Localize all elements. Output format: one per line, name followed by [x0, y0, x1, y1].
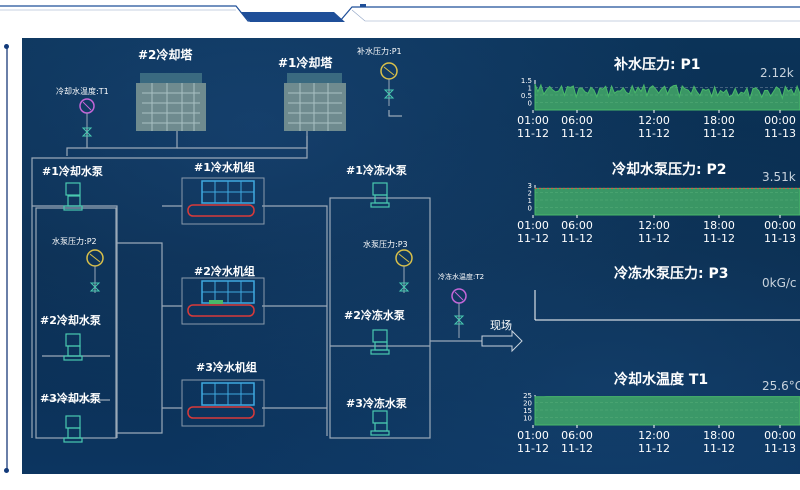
chart-3-x-tick-date: 11-12: [703, 442, 735, 455]
chart-1-series-area: [534, 187, 800, 216]
chart-p2-title: 冷却水泵压力: P2: [612, 162, 727, 178]
header-decoration: [0, 4, 800, 22]
chiller-1-label: #1冷水机组: [194, 161, 255, 174]
cooling-pump-2-label: #2冷却水泵: [40, 314, 101, 327]
tower-1-label: #1冷却塔: [278, 56, 333, 70]
chart-0-series-area: [534, 83, 800, 111]
chart-1-x-tick-date: 11-13: [764, 232, 796, 245]
chart-3-x-tick-date: 11-12: [561, 442, 593, 455]
chart-0-x-tick-date: 11-13: [764, 127, 796, 140]
chart-0-x-tick-date: 11-12: [517, 127, 549, 140]
cooling-pump-1-label: #1冷却水泵: [42, 165, 103, 178]
chart-1-x-tick-time: 12:00: [638, 219, 670, 232]
chart-p2-current: 3.51k: [762, 170, 796, 184]
frame-dot-top: [4, 44, 9, 49]
gauge-t2-label: 冷冻水温度:T2: [438, 273, 485, 281]
trend-charts: 1.510.5001:0011-1206:0011-1212:0011-1218…: [517, 77, 800, 455]
left-frame-line: [6, 46, 8, 470]
piping-diagram: [31, 62, 523, 443]
chart-t1-title: 冷却水温度 T1: [614, 372, 709, 388]
chart-p3-current: 0kG/c: [762, 276, 797, 290]
chart-t1-current: 25.6°C: [762, 379, 800, 393]
gauge-p3-label: 水泵压力:P3: [363, 240, 408, 249]
chart-0-y-tick-label: 0: [528, 100, 532, 108]
chart-p3-title: 冷冻水泵压力: P3: [614, 266, 729, 282]
gauge-t2-graphic: [451, 288, 467, 338]
chart-0-y-tick-label: 1: [528, 85, 532, 93]
chart-3-x-tick-time: 00:00: [764, 429, 796, 442]
chilled-pump-1-graphic: [370, 182, 390, 208]
chart-1-x-tick-time: 18:00: [703, 219, 735, 232]
chilled-pump-2-label: #2冷冻水泵: [344, 309, 405, 322]
tower-2-label: #2冷却塔: [138, 48, 193, 62]
chilled-pump-1-label: #1冷冻水泵: [346, 164, 407, 177]
chart-1-x-tick-date: 11-12: [638, 232, 670, 245]
cooling-pump-1-graphic: [63, 182, 83, 211]
chiller-3-label: #3冷水机组: [196, 361, 257, 374]
gauge-p1-label: 补水压力:P1: [357, 47, 402, 56]
chilled-pump-3-label: #3冷冻水泵: [346, 397, 407, 410]
chart-0-x-tick-time: 01:00: [517, 114, 549, 127]
chart-3-x-tick-time: 12:00: [638, 429, 670, 442]
chart-0-x-tick-time: 12:00: [638, 114, 670, 127]
chart-3-x-tick-date: 11-12: [517, 442, 549, 455]
scada-panel: #2冷却塔 #1冷却塔 冷却水温度:T1 补水压力:P1 水泵压力:P2 水泵压…: [22, 38, 800, 474]
chart-3-y-tick-label: 15: [523, 407, 532, 415]
chart-0-x-tick-date: 11-12: [561, 127, 593, 140]
gauge-p1-graphic: [380, 62, 398, 106]
gauge-p2-graphic: [86, 249, 104, 293]
chart-1-y-tick-label: 0: [528, 205, 532, 213]
chiller-3-graphic: [181, 379, 265, 427]
chart-3-x-tick-date: 11-12: [638, 442, 670, 455]
outlet-label: 现场: [490, 319, 512, 332]
chiller-1-graphic: [181, 177, 265, 225]
cooling-pump-2-graphic: [63, 333, 83, 361]
chart-1-x-tick-date: 11-12: [703, 232, 735, 245]
chart-3-y-tick-label: 25: [523, 392, 532, 400]
gauge-p2-label: 水泵压力:P2: [52, 237, 97, 246]
chart-1-y-tick-label: 3: [528, 182, 532, 190]
chart-0-x-tick-time: 18:00: [703, 114, 735, 127]
chart-0-x-tick-date: 11-12: [703, 127, 735, 140]
chart-3-x-tick-time: 06:00: [561, 429, 593, 442]
gauge-t1-label: 冷却水温度:T1: [56, 87, 109, 96]
chart-1-y-tick-label: 2: [528, 190, 532, 198]
chiller-2-graphic: [181, 277, 265, 325]
chart-1-x-tick-date: 11-12: [517, 232, 549, 245]
cooling-pump-3-graphic: [63, 415, 83, 443]
chiller-2-label: #2冷水机组: [194, 265, 255, 278]
gauge-p3-graphic: [395, 249, 413, 293]
chart-0-y-tick-label: 0.5: [521, 92, 532, 100]
gauge-t1-graphic: [79, 98, 95, 137]
chart-0-x-tick-time: 06:00: [561, 114, 593, 127]
chilled-pump-3-graphic: [370, 410, 390, 436]
chart-1-x-tick-time: 06:00: [561, 219, 593, 232]
chart-3-x-tick-time: 18:00: [703, 429, 735, 442]
chart-3-x-tick-date: 11-13: [764, 442, 796, 455]
chart-p1-title: 补水压力: P1: [614, 57, 701, 73]
chilled-pump-2-graphic: [370, 329, 390, 355]
cooling-tower-2-graphic: [136, 73, 206, 131]
chart-0-y-tick-label: 1.5: [521, 77, 532, 85]
cooling-tower-1-graphic: [284, 73, 346, 131]
chart-3-y-tick-label: 10: [523, 415, 532, 423]
frame-dot-bottom: [4, 468, 9, 473]
chart-1-x-tick-time: 00:00: [764, 219, 796, 232]
cooling-pump-3-label: #3冷却水泵: [40, 392, 101, 405]
chart-0-x-tick-date: 11-12: [638, 127, 670, 140]
chart-0-x-tick-time: 00:00: [764, 114, 796, 127]
chart-p1-current: 2.12k: [760, 66, 794, 80]
chart-1-x-tick-time: 01:00: [517, 219, 549, 232]
chart-3-x-tick-time: 01:00: [517, 429, 549, 442]
chart-3-series-area: [534, 396, 800, 426]
chart-3-y-tick-label: 20: [523, 400, 532, 408]
chart-1-x-tick-date: 11-12: [561, 232, 593, 245]
chart-1-y-tick-label: 1: [528, 197, 532, 205]
